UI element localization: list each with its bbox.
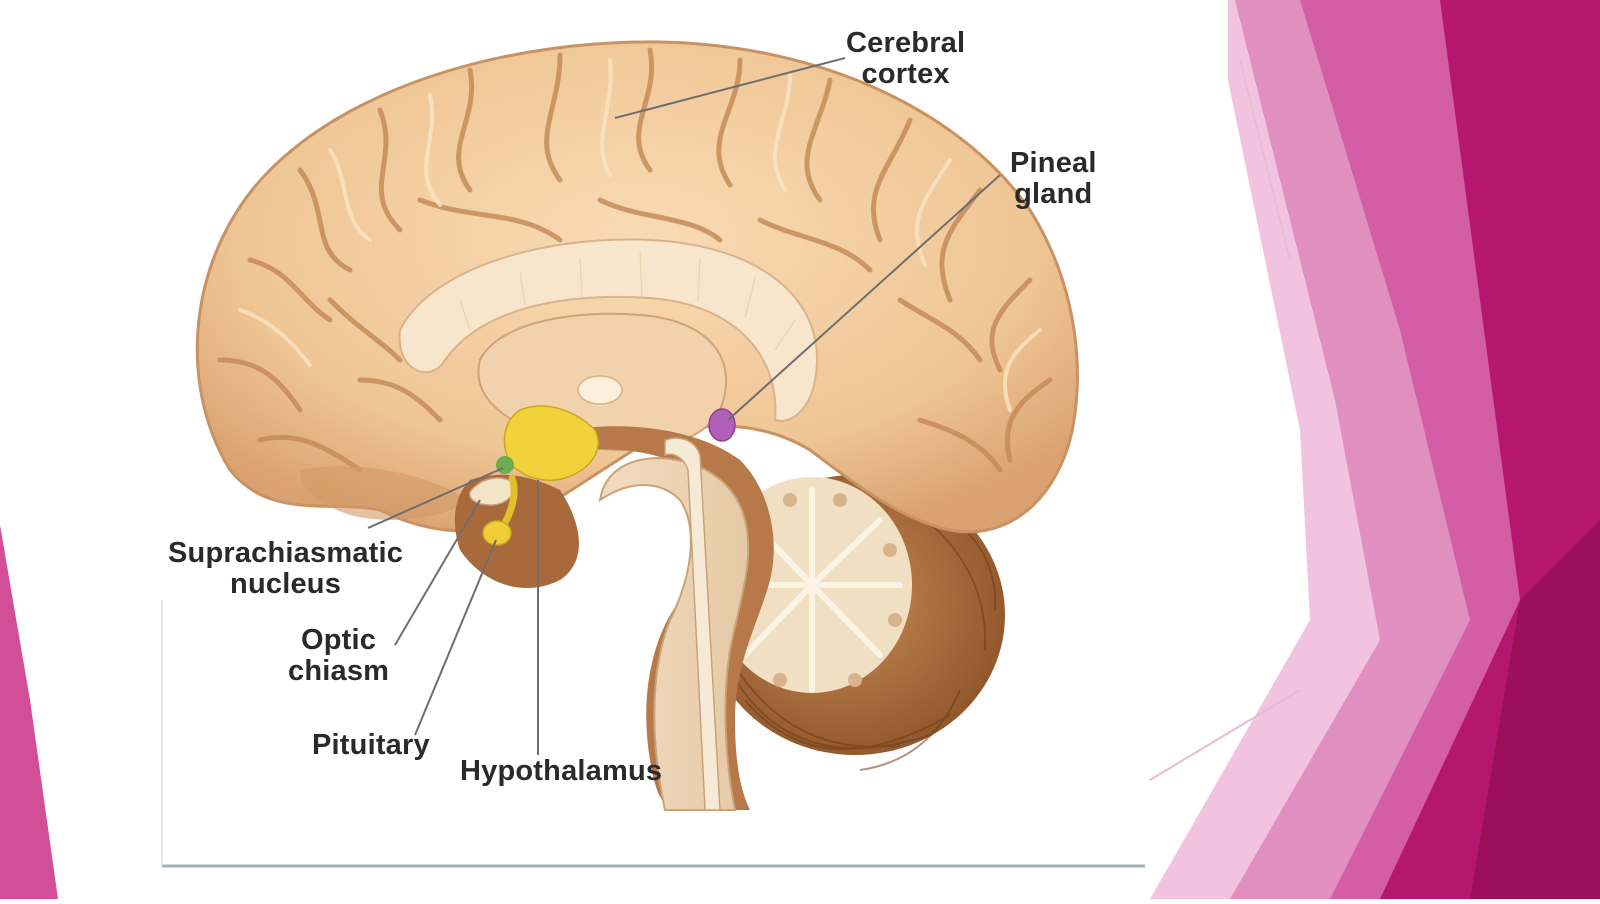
leader-optic-chiasm [394, 499, 481, 646]
deco-thin-line-2 [1239, 59, 1291, 261]
deco-accent-shape [1470, 520, 1600, 899]
deco-thin-line [1149, 689, 1301, 781]
label-pineal-gland: Pineal gland [1010, 147, 1097, 210]
leader-pineal-gland [727, 174, 1001, 421]
suprachiasmatic-nucleus-dot [496, 456, 514, 474]
leader-suprachiasmatic [367, 467, 504, 529]
hypothalamus-yellow [503, 405, 599, 482]
corpus-callosum [398, 238, 818, 422]
optic-chiasm [469, 477, 515, 506]
gyri-highlights [238, 58, 1042, 412]
pineal-gland [708, 408, 736, 442]
label-pituitary: Pituitary [312, 729, 430, 761]
cerebrum [195, 40, 1079, 534]
gyri-folds [217, 47, 1053, 473]
label-cerebral-cortex: Cerebral cortex [846, 27, 966, 90]
leader-pituitary [414, 539, 497, 736]
left-decoration [0, 525, 58, 899]
intermediate-mass [577, 375, 623, 405]
label-optic-chiasm: Optic chiasm [288, 624, 390, 687]
leader-cerebral-cortex [614, 57, 846, 119]
pituitary-gland [482, 520, 512, 546]
hypothalamus-region [469, 405, 599, 546]
leader-lines [367, 57, 1001, 755]
label-suprachiasmatic-nucleus: Suprachiasmatic nucleus [168, 537, 404, 600]
right-decoration [1149, 0, 1600, 899]
label-hypothalamus: Hypothalamus [460, 755, 663, 787]
